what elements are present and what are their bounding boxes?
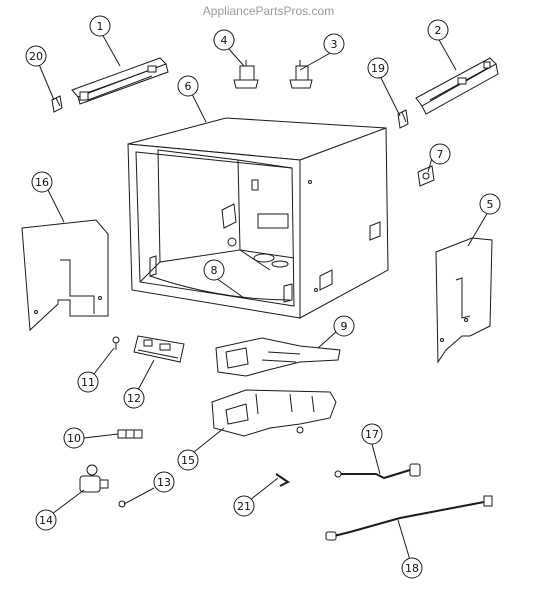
part-7-bracket[interactable] bbox=[417, 165, 435, 187]
svg-text:6: 6 bbox=[185, 80, 192, 93]
svg-text:11: 11 bbox=[81, 376, 95, 389]
part-4-switch[interactable] bbox=[233, 60, 259, 89]
part-21-clip[interactable] bbox=[275, 473, 290, 487]
svg-text:5: 5 bbox=[487, 198, 494, 211]
callout-16: 16 bbox=[31, 171, 53, 193]
part-19-clip[interactable] bbox=[397, 109, 409, 129]
svg-text:16: 16 bbox=[35, 176, 49, 189]
part-12-control-board[interactable] bbox=[133, 335, 185, 363]
callout-15: 15 bbox=[177, 449, 199, 471]
part-2-rail[interactable] bbox=[415, 57, 499, 115]
leader-lines bbox=[37, 33, 489, 561]
callout-11: 11 bbox=[77, 371, 99, 393]
svg-text:14: 14 bbox=[39, 514, 53, 527]
part-18-cord[interactable] bbox=[325, 495, 493, 541]
svg-text:17: 17 bbox=[365, 428, 379, 441]
callout-8: 8 bbox=[203, 259, 225, 281]
part-16-side-panel[interactable] bbox=[21, 219, 109, 332]
part-14-valve[interactable] bbox=[79, 464, 109, 493]
part-5-side-panel[interactable] bbox=[435, 237, 493, 364]
callout-12: 12 bbox=[123, 387, 145, 409]
part-15-housing[interactable] bbox=[211, 389, 337, 437]
callout-20: 20 bbox=[25, 45, 47, 67]
watermark: AppliancePartsPros.com bbox=[202, 4, 335, 18]
svg-text:10: 10 bbox=[67, 432, 81, 445]
svg-text:9: 9 bbox=[341, 320, 348, 333]
svg-text:8: 8 bbox=[211, 264, 218, 277]
part-20-clip[interactable] bbox=[51, 95, 63, 113]
part-1-rail[interactable] bbox=[71, 57, 169, 105]
part-11-screw[interactable] bbox=[112, 336, 120, 350]
svg-text:2: 2 bbox=[435, 24, 442, 37]
callout-3: 3 bbox=[323, 33, 345, 55]
svg-text:3: 3 bbox=[331, 38, 338, 51]
callout-10: 10 bbox=[63, 427, 85, 449]
callout-17: 17 bbox=[361, 423, 383, 445]
part-17-hose[interactable] bbox=[334, 463, 421, 480]
callout-1: 1 bbox=[89, 15, 111, 37]
svg-text:13: 13 bbox=[157, 476, 171, 489]
callout-18: 18 bbox=[401, 557, 423, 579]
part-3-switch[interactable] bbox=[289, 60, 313, 89]
callout-14: 14 bbox=[35, 509, 57, 531]
svg-text:19: 19 bbox=[371, 62, 385, 75]
callout-5: 5 bbox=[479, 193, 501, 215]
callout-9: 9 bbox=[333, 315, 355, 337]
svg-text:12: 12 bbox=[127, 392, 141, 405]
svg-text:1: 1 bbox=[97, 20, 104, 33]
callout-7: 7 bbox=[429, 143, 451, 165]
callout-21: 21 bbox=[233, 495, 255, 517]
part-6-tub[interactable] bbox=[127, 117, 389, 319]
callout-13: 13 bbox=[153, 471, 175, 493]
svg-text:4: 4 bbox=[221, 34, 228, 47]
svg-text:20: 20 bbox=[29, 50, 43, 63]
part-9-housing[interactable] bbox=[215, 337, 341, 377]
callout-2: 2 bbox=[427, 19, 449, 41]
callout-19: 19 bbox=[367, 57, 389, 79]
svg-text:18: 18 bbox=[405, 562, 419, 575]
svg-text:21: 21 bbox=[237, 500, 251, 513]
part-10-bracket[interactable] bbox=[117, 429, 143, 439]
svg-text:7: 7 bbox=[437, 148, 444, 161]
callout-4: 4 bbox=[213, 29, 235, 51]
svg-text:15: 15 bbox=[181, 454, 195, 467]
callout-6: 6 bbox=[177, 75, 199, 97]
